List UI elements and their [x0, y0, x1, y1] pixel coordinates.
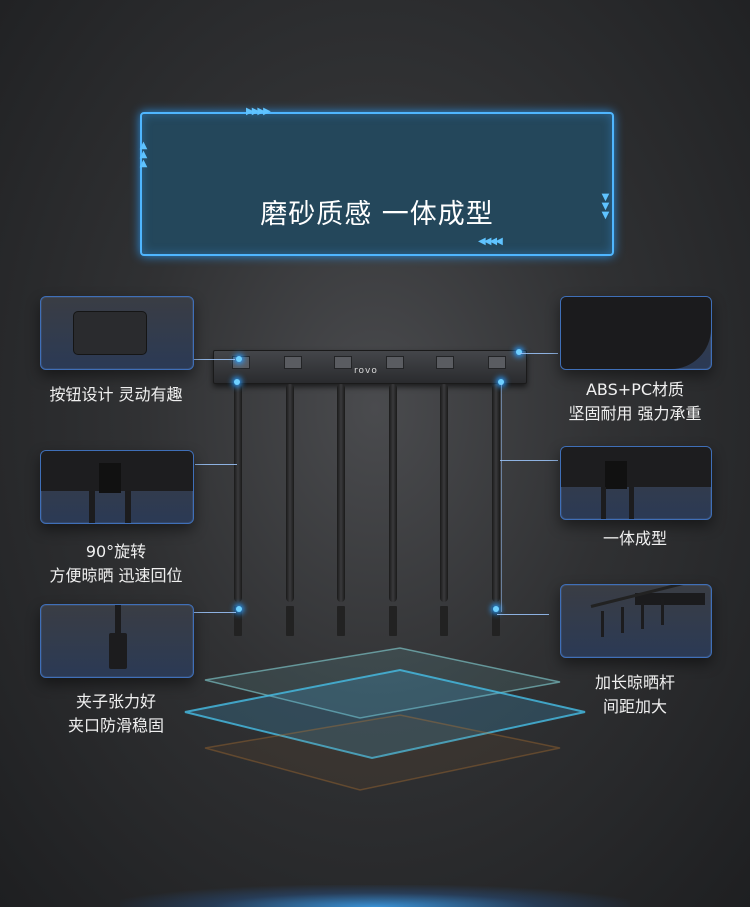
chevron-arrows-icon: ▲▲▲ [138, 140, 149, 167]
title-frame: ▶▶▶▶ ◀◀◀◀ ▲▲▲ ▼▼▼ 磨砂质感 一体成型 [138, 106, 614, 256]
feature-card-clip [40, 604, 194, 678]
drying-rod [337, 384, 345, 602]
product-button [436, 356, 454, 369]
feature-label-line2: 坚固耐用 强力承重 [568, 404, 702, 423]
material-closeup [561, 297, 711, 369]
rod-closeup [89, 491, 95, 523]
product-button [386, 356, 404, 369]
feature-label: 加长晾晒杆 间距加大 [550, 671, 720, 719]
rod-closeup [601, 487, 606, 519]
chevron-arrows-icon: ◀◀◀◀ [478, 236, 503, 247]
feature-label-line1: 加长晾晒杆 [594, 673, 675, 692]
chevron-arrows-icon: ▶▶▶▶ [246, 106, 271, 117]
leader-line [190, 359, 235, 360]
feature-label: 90°旋转 方便晾晒 迅速回位 [30, 540, 202, 588]
product-bar: rovo [213, 350, 527, 384]
drying-rod [234, 384, 242, 602]
leader-line [190, 612, 236, 613]
hinge-closeup [99, 463, 121, 493]
product-button [334, 356, 352, 369]
page-title: 磨砂质感 一体成型 [260, 199, 494, 230]
highlight-dot [498, 379, 504, 385]
clip-closeup [661, 599, 664, 625]
feature-card-rotate [40, 450, 194, 524]
drying-rod [440, 384, 448, 602]
leader-line [497, 614, 549, 615]
product-button [284, 356, 302, 369]
floor-glow [120, 885, 630, 907]
leader-line [195, 464, 237, 465]
leader-line [520, 353, 558, 354]
rod-closeup [125, 491, 131, 523]
feature-label-line1: 按钮设计 灵动有趣 [49, 385, 183, 404]
highlight-dot [234, 379, 240, 385]
highlight-dot [236, 606, 242, 612]
bar-closeup [635, 593, 705, 605]
bar-closeup [561, 447, 711, 487]
feature-card-button [40, 296, 194, 370]
highlight-dot [516, 349, 522, 355]
feature-label: 一体成型 [550, 527, 720, 551]
feature-label: ABS+PC材质 坚固耐用 强力承重 [550, 378, 720, 426]
brand-logo: rovo [354, 366, 378, 376]
clip [234, 606, 242, 636]
highlight-dot [236, 356, 242, 362]
chevron-arrows-icon: ▼▼▼ [600, 192, 611, 219]
leader-line [500, 460, 558, 461]
hinge-closeup [605, 461, 627, 489]
glow-plane [184, 668, 586, 760]
glow-plane [204, 647, 561, 719]
feature-label-line1: 一体成型 [602, 529, 667, 548]
feature-label-line1: ABS+PC材质 [585, 380, 685, 399]
clip [492, 606, 500, 636]
clip [337, 606, 345, 636]
feature-card-integrated [560, 446, 712, 520]
clip [286, 606, 294, 636]
clip [389, 606, 397, 636]
feature-label-line2: 方便晾晒 迅速回位 [49, 566, 183, 585]
product-button [488, 356, 506, 369]
highlight-dot [493, 606, 499, 612]
clip [440, 606, 448, 636]
drying-rod [492, 384, 500, 602]
feature-card-extended [560, 584, 712, 658]
clip-closeup [641, 603, 644, 629]
feature-card-material [560, 296, 712, 370]
clip-closeup [621, 607, 624, 633]
feature-label-line2: 间距加大 [602, 697, 667, 716]
button-closeup [73, 311, 147, 355]
clip-closeup [601, 611, 604, 637]
drying-rod [389, 384, 397, 602]
glow-plane [204, 714, 561, 791]
feature-label-line1: 夹子张力好 [75, 692, 156, 711]
leader-line [501, 384, 502, 612]
feature-label-line1: 90°旋转 [85, 542, 147, 561]
rod-closeup [629, 487, 634, 519]
clip-closeup [109, 633, 127, 669]
glow-planes [184, 647, 586, 791]
feature-label-line2: 夹口防滑稳固 [67, 716, 164, 735]
feature-label: 按钮设计 灵动有趣 [30, 383, 202, 407]
rod-closeup [115, 605, 121, 635]
feature-label: 夹子张力好 夹口防滑稳固 [30, 690, 202, 738]
drying-rod [286, 384, 294, 602]
